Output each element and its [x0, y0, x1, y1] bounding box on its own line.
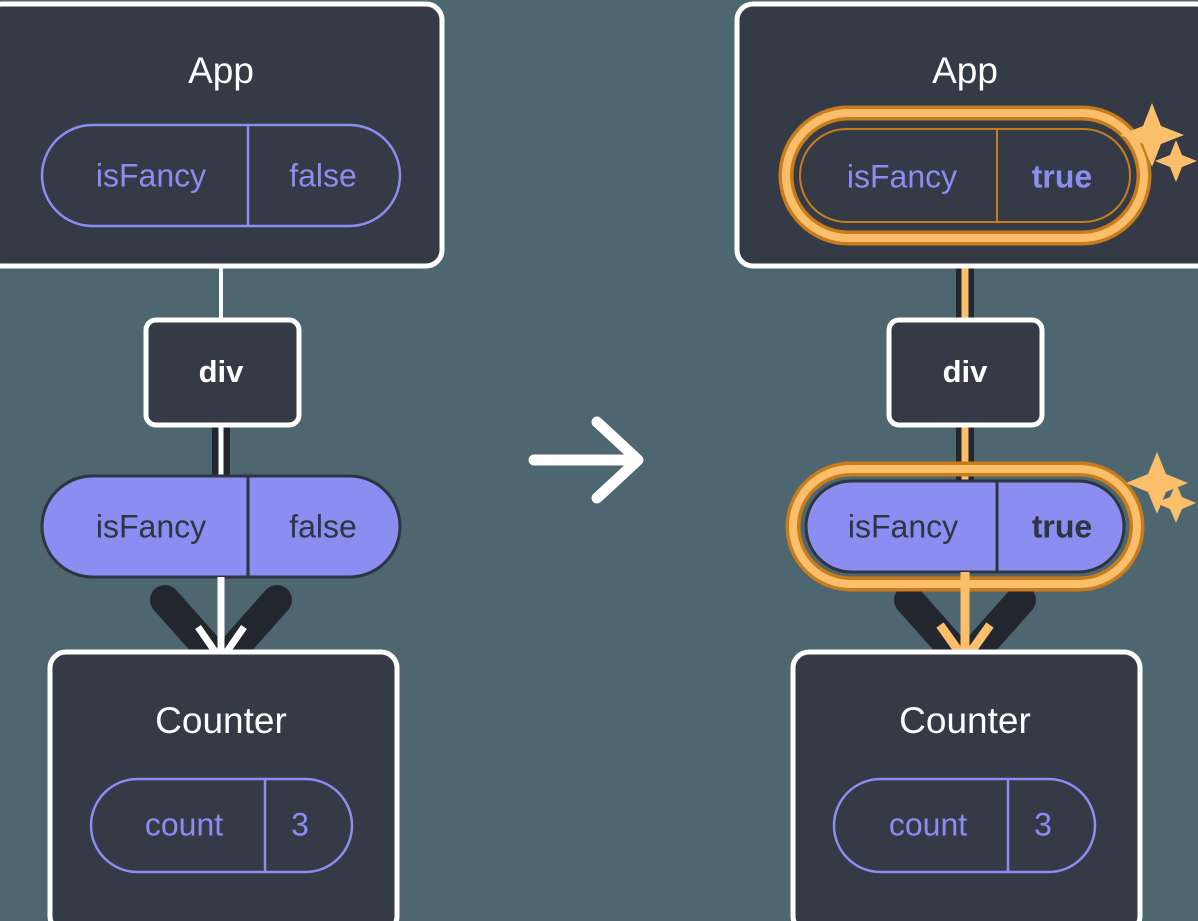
counter-state-name-before: count — [145, 806, 223, 842]
app-title-after: App — [932, 50, 998, 91]
app-prop-value-after: true — [1032, 158, 1092, 194]
app-prop-pill-after[interactable] — [799, 128, 1131, 223]
counter-title-before: Counter — [155, 700, 287, 741]
passed-prop-name-after: isFancy — [848, 508, 958, 544]
app-prop-pill-before[interactable] — [40, 123, 402, 228]
arrow-right-icon — [528, 416, 644, 504]
passed-prop-name-before: isFancy — [96, 508, 206, 544]
sparkle-icon-small-app-after — [1155, 140, 1197, 182]
sparkle-icon-large-prop-after — [1126, 452, 1188, 514]
app-box-after[interactable] — [734, 1, 1198, 269]
sparkle-icon-small-prop-after — [1156, 483, 1196, 523]
app-prop-name-before: isFancy — [96, 157, 206, 193]
app-prop-highlight-ring-inner-after — [782, 109, 1148, 242]
sparkle-icon-large-app-after — [1120, 103, 1184, 167]
app-prop-name-after: isFancy — [847, 158, 957, 194]
counter-box-after[interactable] — [790, 649, 1143, 921]
app-prop-value-before: false — [289, 157, 357, 193]
passed-prop-value-after: true — [1032, 508, 1092, 544]
div-box-after[interactable] — [886, 317, 1045, 428]
counter-state-pill-after[interactable] — [832, 777, 1097, 874]
counter-title-after: Counter — [899, 700, 1031, 741]
div-box-before[interactable] — [143, 317, 302, 428]
counter-state-name-after: count — [889, 806, 967, 842]
counter-state-pill-before[interactable] — [89, 777, 354, 874]
passed-prop-value-before: false — [289, 508, 357, 544]
counter-box-before[interactable] — [47, 649, 400, 921]
div-label-after: div — [943, 354, 989, 389]
app-title-before: App — [188, 50, 254, 91]
div-label-before: div — [199, 354, 245, 389]
app-box-before[interactable] — [0, 1, 445, 269]
counter-state-value-before: 3 — [291, 806, 309, 842]
counter-state-value-after: 3 — [1034, 806, 1052, 842]
